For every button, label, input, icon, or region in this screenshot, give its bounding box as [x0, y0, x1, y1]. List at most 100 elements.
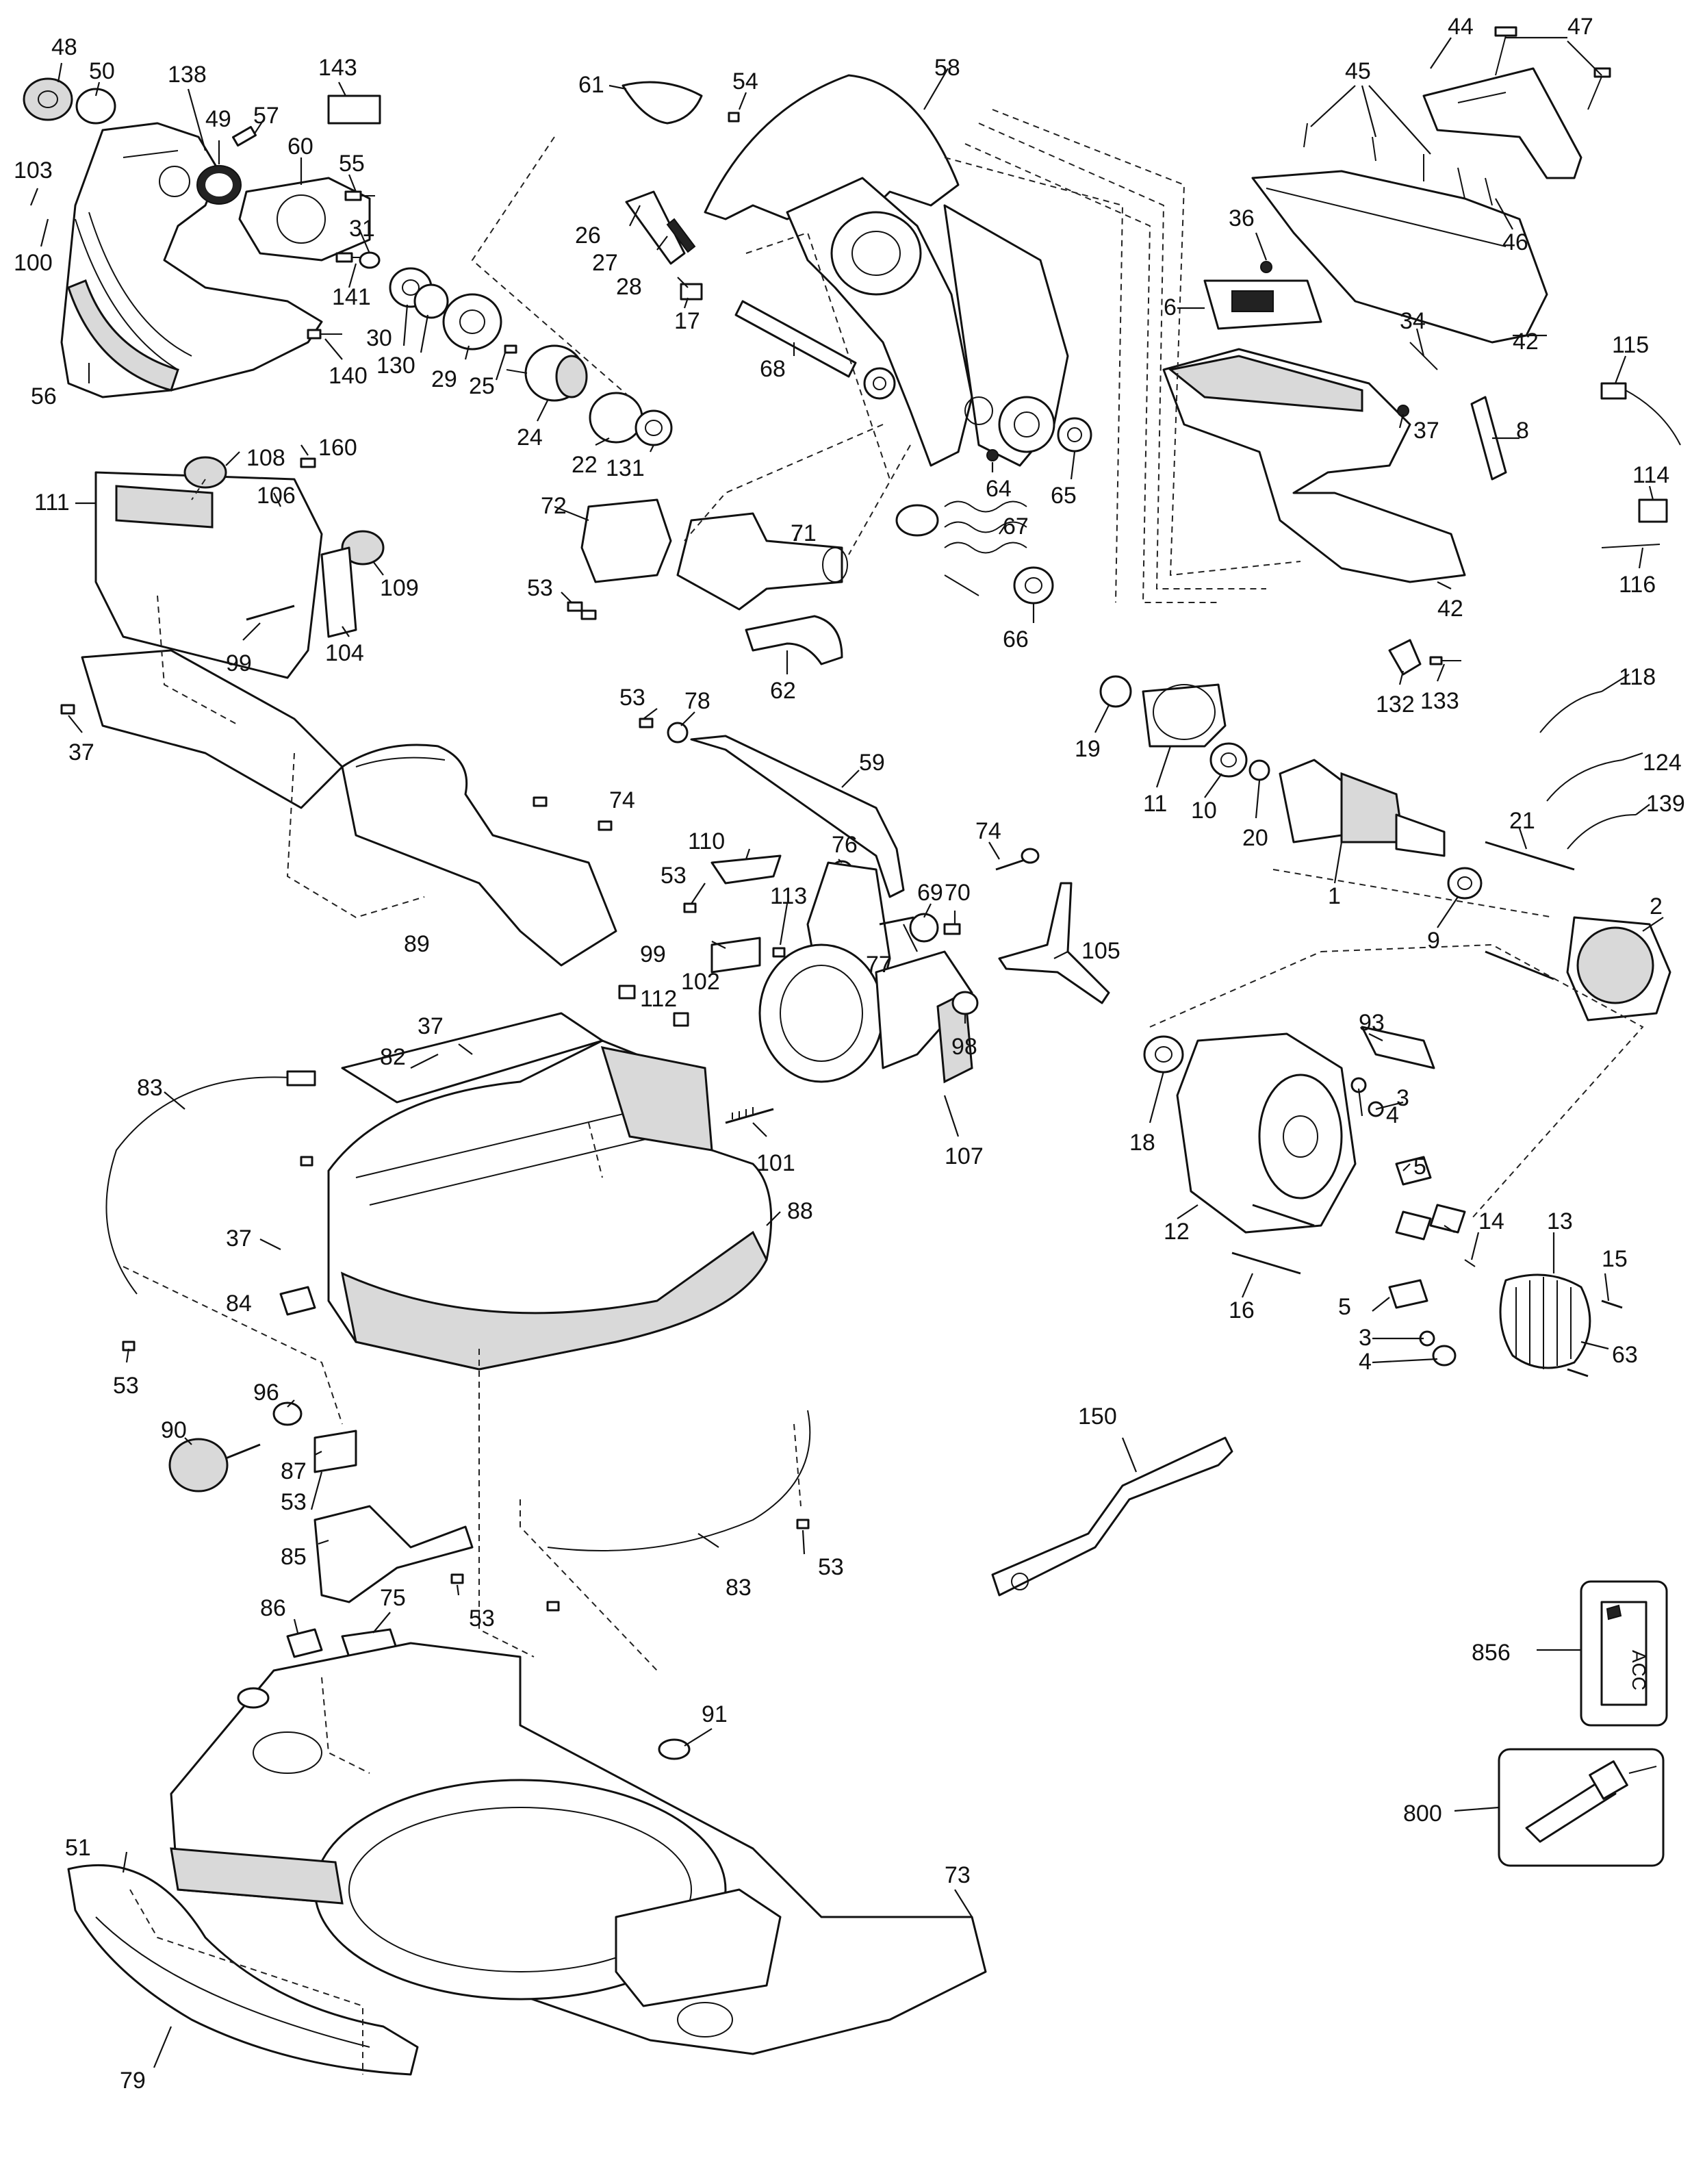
- screws-53-lower: [122, 1156, 810, 1612]
- screw-25: [504, 344, 517, 354]
- inset-856-frame: [1580, 1580, 1668, 1727]
- clip-132: [1388, 639, 1422, 676]
- callout-47: 47: [1567, 14, 1593, 40]
- dust-chute-71: [676, 512, 848, 611]
- callout-3-top: 3: [1396, 1085, 1409, 1111]
- upper-guard-58: [704, 74, 1069, 467]
- guard-knob-48: [23, 77, 73, 121]
- callout-800: 800: [1403, 1801, 1442, 1827]
- callout-14: 14: [1478, 1208, 1504, 1234]
- washer-130: [413, 283, 449, 319]
- callout-85: 85: [281, 1544, 307, 1570]
- callout-143: 143: [318, 55, 357, 81]
- label-93: [1361, 1026, 1435, 1069]
- base-73: [170, 1642, 987, 2055]
- miter-scale-79: [67, 1864, 419, 2076]
- motor-cover-42: [1162, 348, 1466, 583]
- callout-55: 55: [339, 151, 365, 177]
- callout-34: 34: [1400, 308, 1426, 334]
- spindle-gear-24: [506, 344, 588, 402]
- callout-53-right: 53: [818, 1554, 844, 1580]
- wrench-150: [991, 1436, 1233, 1597]
- callout-83-right: 83: [726, 1575, 752, 1601]
- dust-elbow-62: [745, 615, 843, 665]
- callout-9: 9: [1427, 928, 1440, 954]
- callout-86: 86: [260, 1595, 286, 1621]
- callout-118: 118: [1619, 664, 1656, 690]
- bearing-131: [634, 409, 673, 446]
- callout-18: 18: [1129, 1130, 1155, 1156]
- callout-42-mid: 42: [1437, 596, 1463, 622]
- callout-57: 57: [253, 103, 279, 129]
- screws-15: [1567, 1299, 1623, 1377]
- screw-55: [344, 190, 375, 201]
- callout-67: 67: [1003, 513, 1029, 539]
- callout-68: 68: [760, 356, 786, 382]
- bushing-66: [1013, 566, 1054, 605]
- callout-15: 15: [1602, 1246, 1628, 1272]
- callout-76: 76: [832, 832, 858, 858]
- callout-114: 114: [1632, 462, 1669, 488]
- screw-140: [307, 329, 342, 340]
- callout-21: 21: [1509, 808, 1535, 834]
- callout-98: 98: [951, 1034, 977, 1060]
- callout-53-clip: 53: [281, 1489, 307, 1515]
- callout-79: 79: [120, 2068, 146, 2094]
- callout-72: 72: [541, 493, 567, 519]
- callout-53-mid: 53: [619, 685, 645, 711]
- screw-54: [728, 112, 740, 123]
- callout-124: 124: [1643, 750, 1682, 776]
- callout-133: 133: [1420, 688, 1459, 714]
- callout-69: 69: [917, 880, 943, 906]
- knob-109: [341, 530, 385, 566]
- guard-label-143: [327, 94, 381, 125]
- callout-100: 100: [14, 250, 53, 276]
- callout-31: 31: [349, 216, 375, 242]
- washer-22: [589, 392, 643, 444]
- callout-61: 61: [578, 72, 604, 98]
- callout-91: 91: [702, 1701, 728, 1727]
- wire-8: [1470, 396, 1507, 481]
- callout-26: 26: [575, 223, 601, 249]
- callout-2: 2: [1650, 893, 1663, 919]
- callout-53-bevel: 53: [661, 863, 687, 889]
- callout-73: 73: [945, 1862, 971, 1888]
- callout-25: 25: [469, 373, 495, 399]
- screw-141: [335, 252, 370, 263]
- pad-86: [286, 1628, 323, 1658]
- callout-17: 17: [674, 308, 700, 334]
- callout-16: 16: [1229, 1297, 1255, 1323]
- callout-110: 110: [688, 828, 725, 854]
- callout-93: 93: [1359, 1010, 1385, 1036]
- callout-74-fence: 74: [609, 787, 635, 813]
- screw-74-mid: [995, 848, 1040, 871]
- callout-37-lower: 37: [226, 1226, 252, 1252]
- inset-856-label: ACC: [1628, 1650, 1650, 1690]
- callout-856: 856: [1472, 1640, 1511, 1666]
- bolt-99: [246, 605, 295, 621]
- nut-18: [1143, 1035, 1184, 1074]
- callout-139: 139: [1646, 791, 1685, 817]
- callout-37-top: 37: [1413, 418, 1439, 444]
- guard-cap-61: [621, 81, 703, 125]
- callout-84: 84: [226, 1291, 252, 1317]
- callout-54: 54: [732, 68, 758, 94]
- callout-88: 88: [787, 1198, 813, 1224]
- callout-99-left: 99: [226, 650, 252, 676]
- wires-118-124-139: [1539, 691, 1637, 850]
- bushing-50: [75, 88, 116, 125]
- callout-107: 107: [945, 1143, 984, 1169]
- bolt-101: [725, 1107, 774, 1124]
- callout-4-bottom: 4: [1359, 1349, 1372, 1375]
- bracket-84: [279, 1286, 316, 1316]
- callout-104: 104: [325, 640, 364, 666]
- washer-64: [863, 367, 896, 400]
- screws-53: [567, 601, 597, 620]
- callout-58: 58: [934, 55, 960, 81]
- callout-96: 96: [253, 1380, 279, 1406]
- screws-37-74: [60, 704, 613, 831]
- clamp-strap-83-right: [547, 1410, 811, 1551]
- callout-141: 141: [332, 284, 371, 310]
- washers-53-78: [639, 718, 689, 744]
